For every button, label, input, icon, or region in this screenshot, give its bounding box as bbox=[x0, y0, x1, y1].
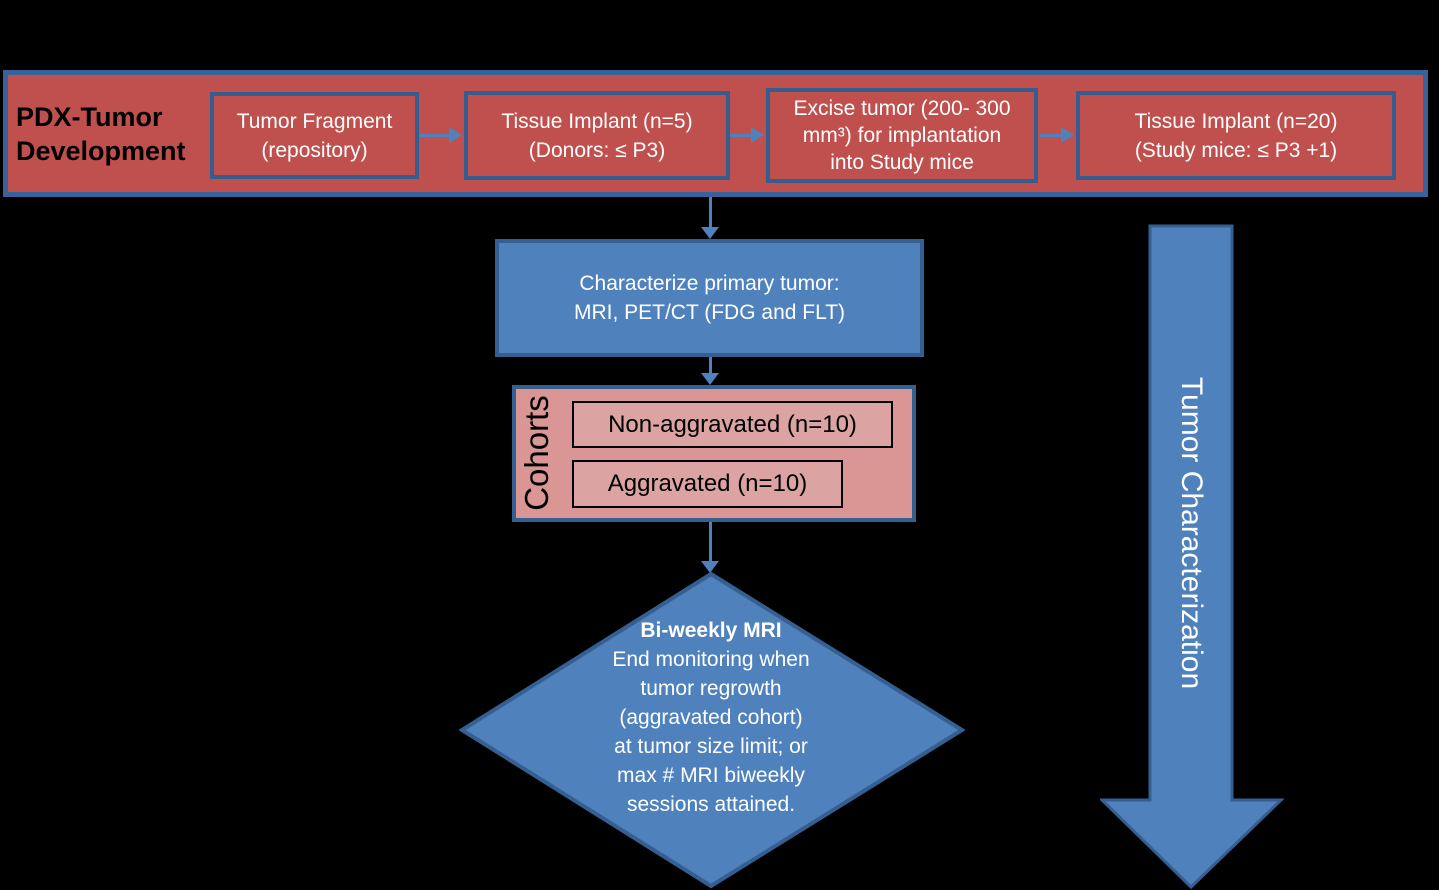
text-line: (Donors: ≤ P3) bbox=[528, 138, 666, 162]
arrow-down-icon bbox=[701, 227, 719, 239]
text-line: MRI, PET/CT (FDG and FLT) bbox=[573, 301, 846, 324]
cohorts-label: Cohorts bbox=[518, 395, 555, 511]
aggravated-cohort-box: Aggravated (n=10) bbox=[572, 460, 843, 508]
text-line: tumor regrowth bbox=[640, 677, 782, 700]
connector-line bbox=[1040, 134, 1061, 137]
tumor-characterization-label: Tumor Characterization bbox=[1175, 376, 1208, 690]
arrow-right-icon bbox=[1061, 127, 1074, 143]
non-aggravated-cohort-box: Non-aggravated (n=10) bbox=[572, 401, 893, 448]
text-line: into Study mice bbox=[830, 151, 974, 174]
text-line: End monitoring when bbox=[612, 648, 810, 671]
connector-line bbox=[709, 197, 712, 227]
characterize-tumor-box: Characterize primary tumor: MRI, PET/CT … bbox=[495, 239, 924, 357]
text-line: at tumor size limit; or bbox=[614, 735, 808, 758]
text-line: (repository) bbox=[261, 138, 368, 162]
excise-tumor-box: Excise tumor (200- 300 mm³) for implanta… bbox=[766, 88, 1038, 183]
decision-diamond bbox=[459, 571, 965, 889]
tissue-implant-n20-box: Tissue Implant (n=20) (Study mice: ≤ P3 … bbox=[1076, 91, 1396, 180]
arrow-down-icon bbox=[701, 561, 719, 573]
connector-line bbox=[730, 134, 751, 137]
arrow-right-icon bbox=[751, 127, 764, 143]
text-line: (Study mice: ≤ P3 +1) bbox=[1134, 138, 1338, 162]
text-line: max # MRI biweekly bbox=[617, 764, 805, 787]
connector-line bbox=[420, 134, 449, 137]
text-line: Tissue Implant (n=5) bbox=[501, 109, 693, 133]
tissue-implant-n5-box: Tissue Implant (n=5) (Donors: ≤ P3) bbox=[464, 91, 730, 180]
text-line: Excise tumor (200- 300 bbox=[793, 97, 1011, 120]
diamond-text: Bi-weekly MRI End monitoring when tumor … bbox=[551, 616, 871, 819]
banner-title-line: Development bbox=[16, 136, 186, 166]
connector-line bbox=[709, 522, 712, 561]
text-line: Tissue Implant (n=20) bbox=[1134, 109, 1338, 133]
text-line: mm³) for implantation bbox=[802, 124, 1002, 147]
text-line: sessions attained. bbox=[626, 793, 796, 816]
connector-line bbox=[709, 357, 712, 373]
text-line: Tumor Fragment bbox=[236, 109, 393, 133]
arrow-down-icon bbox=[701, 373, 719, 385]
tumor-characterization-arrow bbox=[1100, 224, 1284, 890]
tumor-fragment-box: Tumor Fragment (repository) bbox=[210, 92, 419, 179]
text-line: Characterize primary tumor: bbox=[579, 272, 840, 295]
banner-title-line: PDX-Tumor bbox=[16, 102, 163, 132]
text-line: Aggravated (n=10) bbox=[607, 470, 808, 497]
banner-title: PDX-Tumor Development bbox=[16, 100, 186, 168]
text-line: Bi-weekly MRI bbox=[640, 619, 782, 642]
arrow-right-icon bbox=[449, 127, 462, 143]
text-line: Non-aggravated (n=10) bbox=[608, 410, 857, 438]
text-line: (aggravated cohort) bbox=[619, 706, 803, 729]
